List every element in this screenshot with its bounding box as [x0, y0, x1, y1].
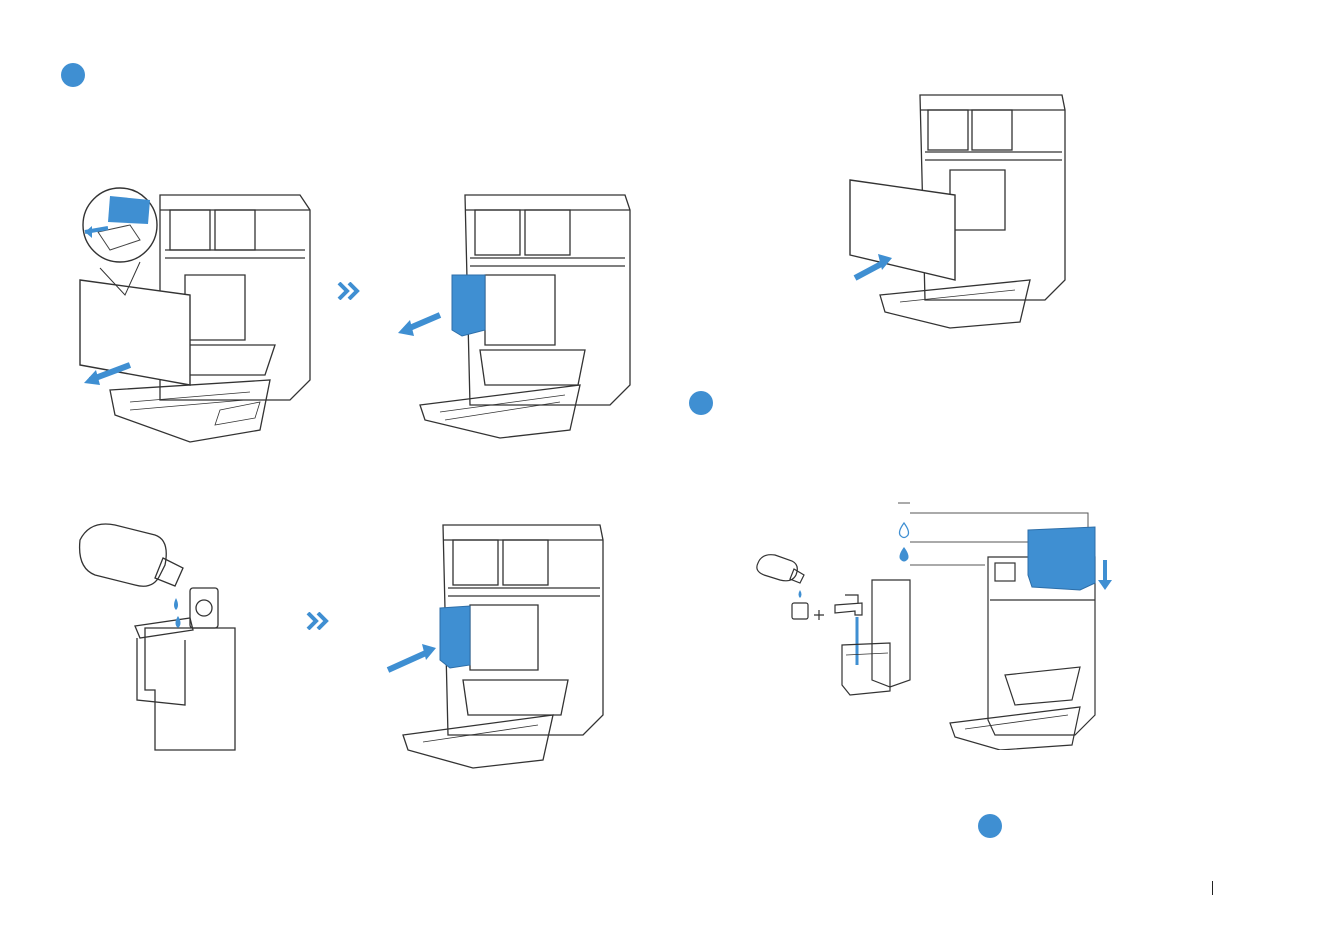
- step-marker-1: [61, 63, 85, 87]
- illustration-add-cleaner: [75, 520, 255, 760]
- illustration-remove-door: [70, 180, 330, 450]
- water-drop-outline-icon: [900, 523, 909, 538]
- illustration-remove-tank: [390, 190, 640, 440]
- illustration-fill-clean-tank: [750, 495, 1120, 750]
- arrow-down-icon: [1098, 560, 1112, 590]
- step-marker-3: [978, 814, 1002, 838]
- water-drop-filled-icon: [900, 547, 909, 562]
- chevron-double-right-icon: [337, 282, 363, 300]
- chevron-double-right-icon: [306, 612, 332, 630]
- illustration-insert-tank: [378, 520, 608, 770]
- step-marker-2: [689, 391, 713, 415]
- plus-icon: [814, 610, 824, 620]
- page-number-separator: [1212, 881, 1213, 895]
- illustration-reinstall-door: [840, 90, 1070, 330]
